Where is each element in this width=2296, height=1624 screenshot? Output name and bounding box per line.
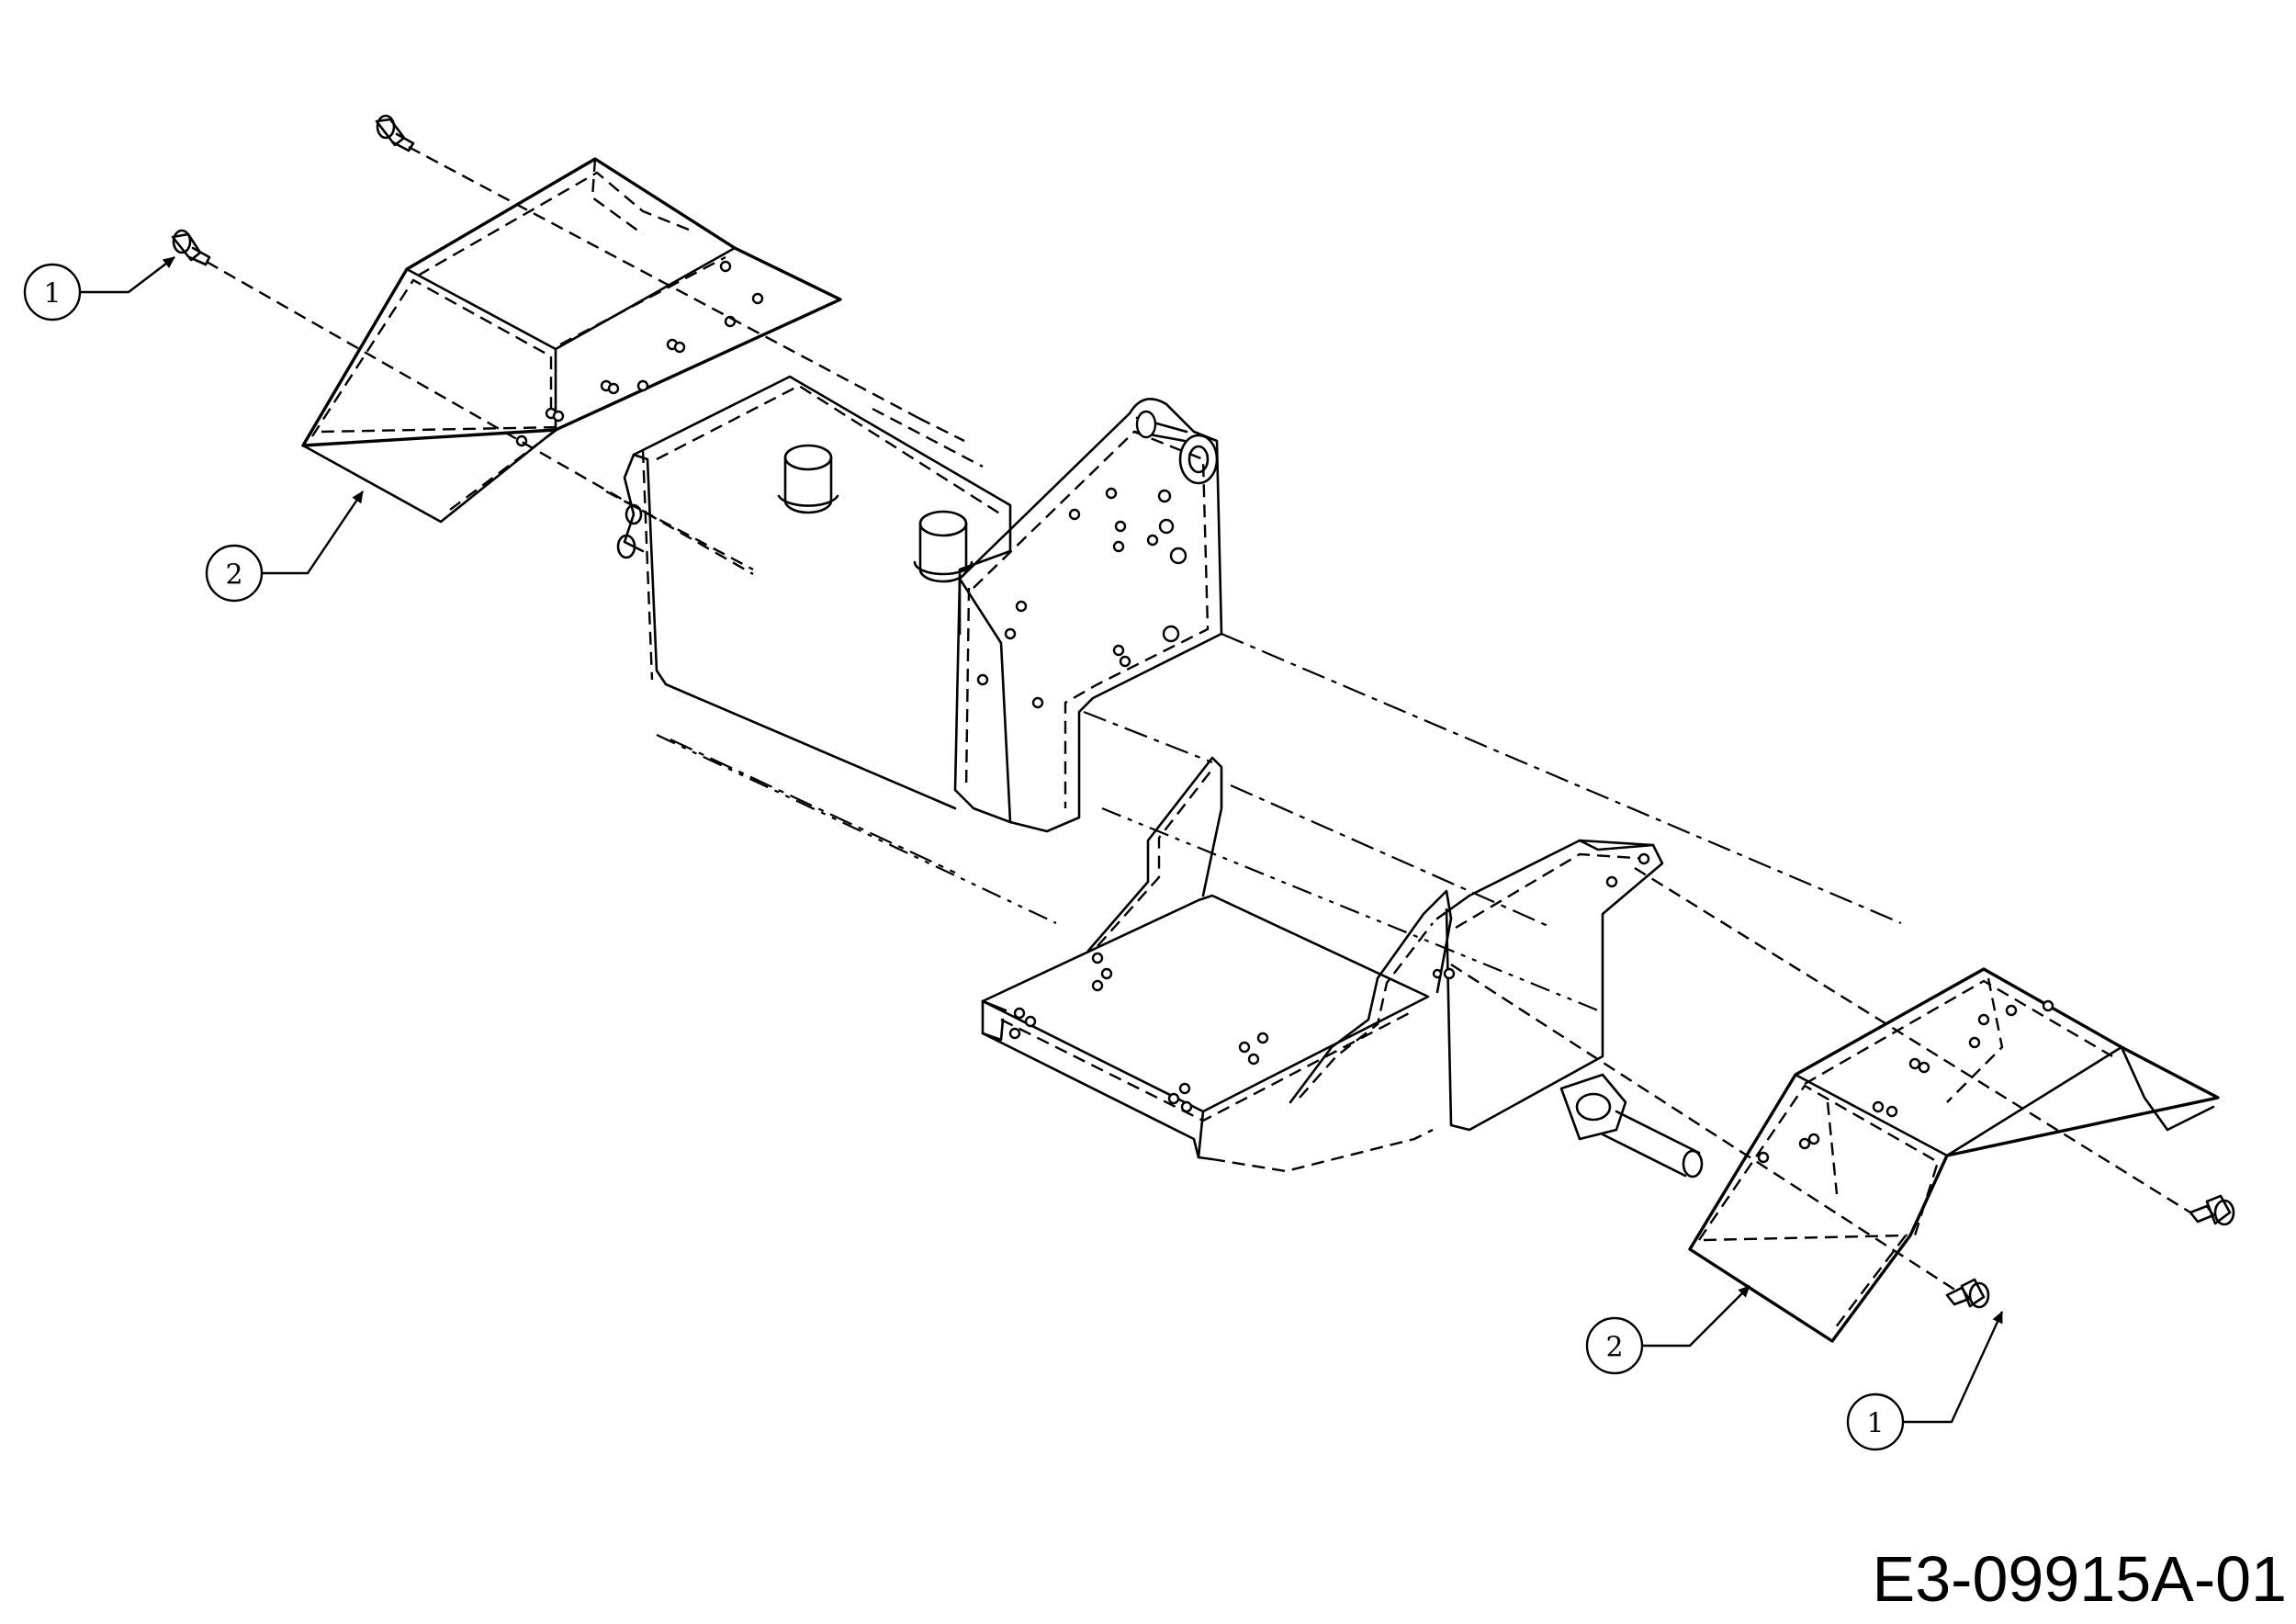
svg-text:2: 2: [225, 559, 242, 592]
left-foot-cover: [301, 157, 842, 524]
bolt-left: [171, 229, 211, 266]
svg-text:1: 1: [1866, 1408, 1884, 1440]
svg-text:1: 1: [43, 278, 61, 310]
bushing-tube-2: [913, 510, 974, 583]
svg-text:2: 2: [1605, 1332, 1623, 1364]
callout-1-left: 1: [23, 256, 175, 321]
callout-1-right: 1: [1846, 1311, 2004, 1451]
right-foot-cover: [1688, 967, 2220, 1343]
bolt-lower-right: [1945, 1278, 1990, 1309]
frame-assembly: [616, 375, 1902, 1179]
drawing-code: E3-09915A-01: [1872, 1543, 2287, 1615]
right-mount-plate: [1432, 839, 1664, 1132]
callout-2-right: 2: [1585, 1285, 1750, 1375]
axle-stub: [1559, 1073, 1704, 1179]
pivot-plate: [953, 398, 1223, 833]
callout-2-left: 2: [205, 491, 364, 603]
bushing-tube-1: [777, 444, 839, 514]
bolt-right: [2189, 1194, 2235, 1226]
bolt-upper-left: [375, 114, 415, 152]
foot-platform: [981, 756, 1453, 1173]
